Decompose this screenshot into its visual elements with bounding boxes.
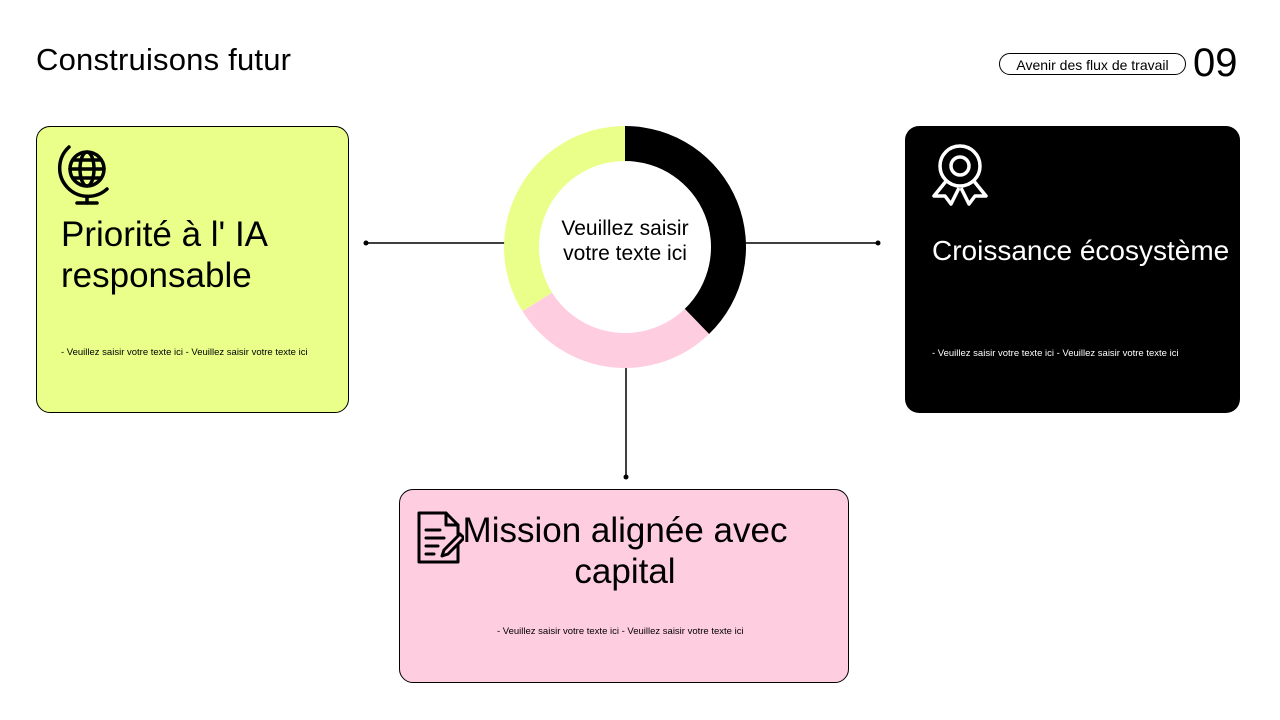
award-ribbon-icon <box>932 144 988 206</box>
connector-bottom-dot <box>623 474 629 480</box>
card-body: - Veuillez saisir votre texte ici - Veui… <box>497 626 744 637</box>
card-title: Priorité à l' IA responsable <box>61 215 267 296</box>
page-number: 09 <box>1193 41 1238 85</box>
section-tag: Avenir des flux de travail <box>999 53 1186 75</box>
connector-left-dot <box>363 240 369 246</box>
card-title: Mission alignée avec capital <box>462 511 788 592</box>
page-title: Construisons futur <box>36 42 292 77</box>
globe-icon <box>57 145 109 205</box>
ring-segment-2 <box>522 292 710 368</box>
card-ecosystem-growth: Croissance écosystème - Veuillez saisir … <box>905 126 1240 413</box>
ring-segment-1 <box>625 126 746 335</box>
connector-right-dot <box>875 240 881 246</box>
center-ring <box>503 125 746 368</box>
card-title: Croissance écosystème <box>932 235 1230 266</box>
card-mission: Mission alignée avec capital - Veuillez … <box>399 489 849 683</box>
document-edit-icon <box>417 511 464 564</box>
card-responsible-ai: Priorité à l' IA responsable - Veuillez … <box>36 126 349 413</box>
center-label: Veuillez saisir votre texte ici <box>561 217 689 265</box>
card-body: - Veuillez saisir votre texte ici - Veui… <box>932 348 1179 359</box>
ring-segment-3 <box>503 125 625 312</box>
card-body: - Veuillez saisir votre texte ici - Veui… <box>61 347 308 358</box>
